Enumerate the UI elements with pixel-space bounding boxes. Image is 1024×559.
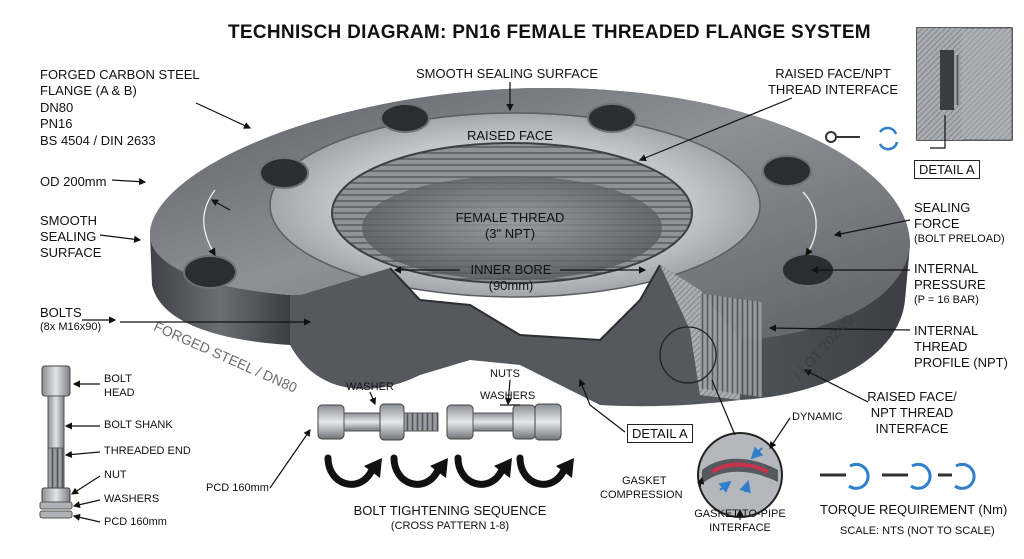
top-right-interface-1: RAISED FACE/NPT [775, 66, 891, 81]
bolt-sequence-sub: (CROSS PATTERN 1-8) [390, 520, 510, 532]
detail-a-inset [916, 27, 1013, 141]
top-sealing-label: SMOOTH SEALING SURFACE [416, 66, 599, 81]
torque-wrench-icon-3 [938, 462, 976, 490]
right-interface-1: RAISED FACE/ [867, 389, 957, 404]
flange-body [150, 87, 910, 407]
gasket-compression-1: GASKET [622, 475, 667, 487]
top-right-interface-2: THREAD INTERFACE [767, 82, 898, 97]
right-interface-2: NPT THREAD [870, 405, 954, 420]
gasket-compression-2: COMPRESSION [600, 489, 683, 501]
gasket-detail [697, 432, 783, 518]
wrench-icon [825, 131, 860, 143]
washers-label-left: WASHERS [104, 493, 160, 505]
bolt-head-2: HEAD [104, 387, 135, 399]
spec-line-5: BS 4504 / DIN 2633 [40, 133, 156, 148]
tightening-arrows [324, 454, 568, 488]
thread-profile-3: PROFILE (NPT) [914, 355, 1008, 370]
left-sealing-1: SMOOTH [40, 213, 98, 228]
internal-pressure-2: PRESSURE [914, 277, 986, 292]
bolt-holes [183, 103, 835, 289]
rotate-arrows-icon [878, 126, 899, 151]
spec-line-3: DN80 [40, 100, 74, 115]
inner-bore-2: (90mm) [488, 278, 534, 293]
bolt-pair-1 [317, 403, 439, 441]
sealing-force-3: (BOLT PRELOAD) [914, 233, 1005, 245]
dynamic-label: DYNAMIC [792, 411, 843, 423]
detail-a-center-label: DETAIL A [627, 424, 693, 443]
right-interface-3: INTERFACE [875, 421, 949, 436]
detail-a-label: DETAIL A [914, 160, 980, 179]
torque-icons [820, 462, 976, 490]
internal-pressure-1: INTERNAL [914, 261, 979, 276]
nut-label: NUT [104, 469, 127, 481]
washers-label-center: WASHERS [480, 390, 536, 402]
spec-line-1: FORGED CARBON STEEL [40, 67, 200, 82]
washer-label: WASHER [346, 381, 394, 393]
left-sealing-2: SEALING [40, 229, 97, 244]
bolts-label-1: BOLTS [40, 305, 82, 320]
sealing-force-1: SEALING [914, 200, 971, 215]
sealing-force-2: FORCE [914, 216, 960, 231]
torque-wrench-icon-2 [882, 462, 932, 490]
gasket-interface-1: GASKET-TO-PIPE [694, 508, 786, 520]
torque-wrench-icon-1 [820, 462, 870, 490]
inner-bore-1: INNER BORE [470, 262, 552, 277]
diagram-title: TECHNISCH DIAGRAM: PN16 FEMALE THREADED … [228, 22, 871, 43]
gasket-interface-2: INTERFACE [709, 522, 771, 534]
raised-face-label: RAISED FACE [467, 128, 553, 143]
spec-line-2: FLANGE (A & B) [40, 83, 137, 98]
spec-line-4: PN16 [40, 116, 73, 131]
female-thread-1: FEMALE THREAD [455, 210, 565, 225]
bolt-head-1: BOLT [104, 373, 132, 385]
bolt-assembly [39, 365, 73, 519]
bolt-shank-label: BOLT SHANK [104, 419, 173, 431]
pcd-label-left: PCD 160mm [104, 516, 167, 528]
bolts-label-2: (8x M16x90) [40, 321, 102, 333]
torque-requirement: TORQUE REQUIREMENT (Nm) [820, 502, 1008, 517]
cutaway-section [290, 265, 740, 407]
left-sealing-3: SURFACE [40, 245, 102, 260]
threaded-end-label: THREADED END [104, 445, 191, 457]
scale-note: SCALE: NTS (NOT TO SCALE) [840, 525, 995, 537]
nuts-label: NUTS [490, 368, 520, 380]
od-label: OD 200mm [40, 174, 107, 189]
bolt-pair-2 [446, 403, 562, 441]
bolt-sequence-title: BOLT TIGHTENING SEQUENCE [353, 503, 547, 518]
internal-pressure-3: (P = 16 BAR) [914, 294, 979, 306]
pcd-label-center: PCD 160mm [206, 482, 269, 494]
thread-profile-1: INTERNAL [914, 323, 979, 338]
female-thread-2: (3" NPT) [484, 226, 536, 241]
thread-profile-2: THREAD [914, 339, 968, 354]
leader-lines [64, 82, 946, 523]
